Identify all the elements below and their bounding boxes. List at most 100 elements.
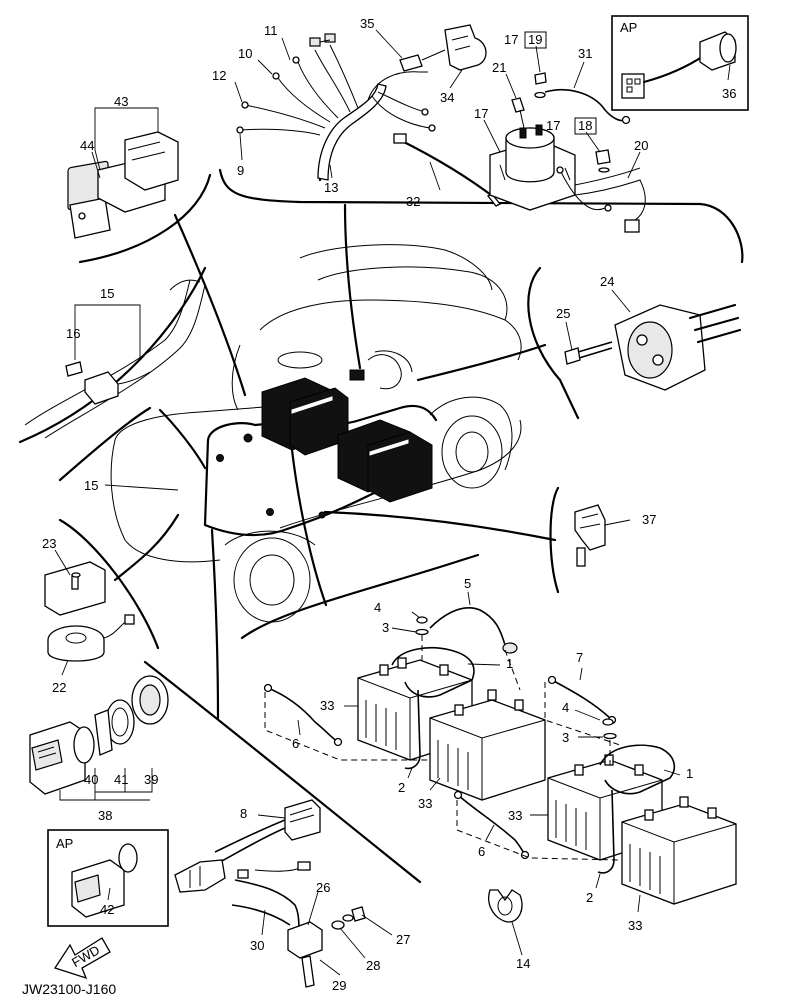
switch-42-cap bbox=[118, 843, 138, 873]
callout-2b: 2 bbox=[586, 890, 593, 905]
callout-37: 37 bbox=[642, 512, 656, 527]
cable-32-end bbox=[486, 193, 502, 207]
battery-33-b bbox=[429, 689, 546, 801]
battery-post bbox=[487, 689, 497, 701]
leader-4a bbox=[411, 611, 421, 619]
connector-15 bbox=[84, 371, 119, 405]
leader-2a bbox=[407, 767, 413, 779]
bracket-37-body bbox=[574, 504, 606, 551]
leader-20 bbox=[627, 151, 641, 179]
connector-pin bbox=[626, 86, 633, 93]
leader-12 bbox=[234, 81, 243, 103]
ring-terminal bbox=[421, 108, 429, 116]
cable-31-ring bbox=[621, 115, 631, 125]
harness-route-lower bbox=[203, 488, 382, 537]
fwd-arrow bbox=[53, 937, 111, 980]
leader-28 bbox=[339, 927, 366, 959]
nut-18 bbox=[595, 149, 611, 165]
callout-8: 8 bbox=[240, 806, 247, 821]
callout-27: 27 bbox=[396, 932, 410, 947]
wire-ends bbox=[319, 39, 428, 73]
sensor-26-body bbox=[287, 921, 323, 959]
cart-roof bbox=[299, 244, 493, 291]
leader-37-to-cart bbox=[323, 510, 557, 542]
wire-8 bbox=[219, 827, 286, 863]
washer-3a bbox=[415, 628, 429, 636]
bracket-43 bbox=[94, 107, 159, 171]
fwd-arrow-shape bbox=[53, 937, 111, 980]
callout-30: 30 bbox=[250, 938, 264, 953]
callout-numbers: 11 10 12 9 13 35 34 32 21 17 19 17 31 17… bbox=[22, 16, 736, 997]
cable-32 bbox=[393, 133, 502, 207]
cable-6-lower bbox=[457, 794, 526, 856]
cart-hood bbox=[114, 404, 291, 441]
leader-5 bbox=[467, 591, 471, 606]
battery-highlight bbox=[369, 439, 409, 456]
solenoid-17-can bbox=[505, 138, 555, 183]
callout-33d: 33 bbox=[628, 918, 642, 933]
battery-post bbox=[397, 657, 407, 669]
harness-20-wire bbox=[574, 179, 646, 223]
leader-32 bbox=[429, 161, 441, 191]
bolt-21 bbox=[511, 97, 525, 113]
switch-38-socket bbox=[31, 739, 63, 771]
ring-terminal bbox=[453, 790, 463, 800]
ring-terminal bbox=[556, 166, 564, 174]
leader-22 bbox=[61, 659, 69, 676]
connector-43-cover bbox=[124, 131, 179, 191]
clamp-14-body bbox=[488, 889, 523, 923]
switch-22-center bbox=[65, 632, 87, 644]
callout-5: 5 bbox=[464, 576, 471, 591]
cable-6-upper bbox=[267, 687, 339, 743]
ap-box-36 bbox=[611, 15, 749, 111]
wire-12 bbox=[244, 104, 326, 129]
harness-connector bbox=[266, 508, 274, 516]
leader-23 bbox=[54, 549, 71, 576]
harness-connector bbox=[243, 433, 253, 443]
vehicle-batteries bbox=[261, 377, 433, 503]
bolt-25-shank bbox=[577, 341, 613, 359]
divider-top-left bbox=[78, 173, 212, 264]
callout-16: 16 bbox=[66, 326, 80, 341]
cable-32-terminal bbox=[393, 133, 407, 144]
rod-2a bbox=[404, 689, 421, 770]
callout-leaders bbox=[54, 29, 731, 976]
harness-20-wire bbox=[574, 167, 641, 186]
leader-lines bbox=[113, 203, 557, 720]
switch-22-assembly bbox=[44, 561, 135, 662]
cart-seat-back bbox=[317, 266, 508, 321]
wire-terminal bbox=[297, 861, 311, 871]
battery-highlight bbox=[291, 396, 333, 414]
leader-18 bbox=[585, 131, 601, 153]
battery-33-b-box bbox=[429, 699, 546, 801]
terminal-plug bbox=[309, 37, 321, 47]
ring-terminal bbox=[272, 72, 280, 80]
battery-post bbox=[644, 809, 654, 821]
wire-branch bbox=[367, 71, 421, 101]
wire-branch bbox=[329, 44, 359, 109]
battery-post bbox=[379, 664, 389, 676]
callout-24: 24 bbox=[600, 274, 614, 289]
motor-cap-24 bbox=[564, 303, 742, 391]
rear-wheel bbox=[441, 415, 503, 489]
ap-label-42: AP bbox=[56, 836, 73, 851]
leader-8 bbox=[257, 814, 286, 819]
cart-front bbox=[110, 439, 221, 563]
washer-19 bbox=[534, 91, 546, 99]
bolt-35 bbox=[399, 54, 423, 72]
callout-18-box bbox=[574, 117, 597, 135]
leader-44 bbox=[91, 151, 101, 179]
callout-33c: 33 bbox=[508, 808, 522, 823]
leader-top-to-cart bbox=[343, 203, 362, 370]
leader-7 bbox=[579, 667, 583, 681]
leader-35 bbox=[375, 29, 403, 59]
sensor-26-assembly bbox=[231, 861, 366, 988]
washer-3b bbox=[603, 732, 617, 740]
battery-33-c-edges bbox=[547, 777, 663, 860]
battery-33-a-ribs bbox=[365, 700, 397, 750]
callout-17c: 17 bbox=[546, 118, 560, 133]
battery-33-d-box bbox=[621, 803, 737, 905]
frame-rail-top bbox=[169, 279, 201, 291]
nut-19 bbox=[534, 72, 547, 85]
